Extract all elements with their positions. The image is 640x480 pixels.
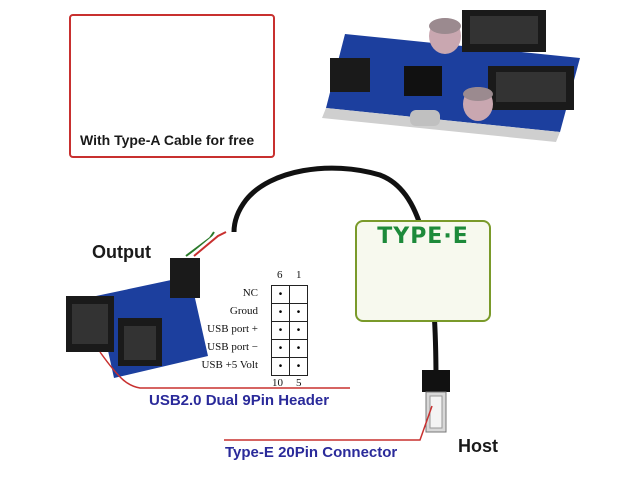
output-label: Output: [92, 242, 151, 262]
type-e-plug-icon: [422, 370, 450, 433]
pin-cell: •: [289, 339, 308, 358]
pin-cell: •: [271, 321, 290, 340]
usb-header-callout: USB2.0 Dual 9Pin Header: [149, 392, 330, 409]
type-e-badge-text: TYPE·E: [377, 224, 469, 249]
pin-number-5: 5: [296, 377, 302, 389]
pin-cell: •: [271, 357, 290, 376]
pin-cell: •: [271, 339, 290, 358]
pin-cell: •: [289, 321, 308, 340]
pin-cell: •: [271, 303, 290, 322]
pin-row-label: USB port +: [207, 323, 258, 335]
type-e-connector-callout: Type-E 20Pin Connector: [225, 444, 398, 461]
pin-row-label: NC: [242, 287, 258, 299]
pin-cell: [289, 285, 308, 304]
free-cable-frame: [69, 14, 275, 158]
pin-row-label: Groud: [229, 305, 258, 317]
pin-number-1: 1: [296, 269, 302, 281]
cable-caption: With Type-A Cable for free: [80, 132, 255, 148]
pin-number-10: 10: [272, 377, 283, 389]
pin-row-label: USB +5 Volt: [201, 359, 258, 371]
pin-row-label: USB port −: [207, 341, 258, 353]
dual-header-board-icon: [322, 10, 580, 142]
pin-number-6: 6: [277, 269, 283, 281]
type-e-badge-frame: [355, 220, 491, 322]
pin-cell: •: [271, 285, 290, 304]
pin-cell: •: [289, 357, 308, 376]
pinout-grid: • •• •• •• ••: [271, 285, 308, 376]
host-label: Host: [458, 436, 498, 456]
output-board-icon: [66, 231, 227, 378]
pin-cell: •: [289, 303, 308, 322]
